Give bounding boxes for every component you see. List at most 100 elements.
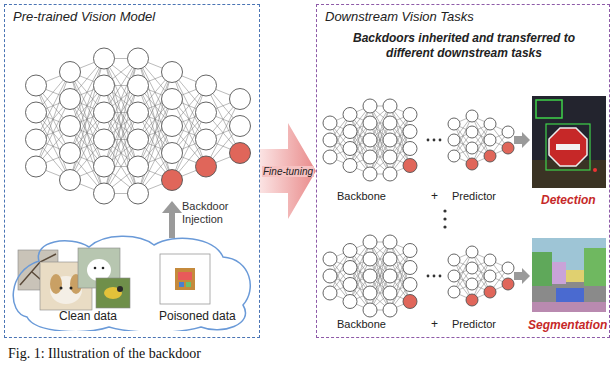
segmentation-image [532, 238, 606, 312]
backdoor-neuron [230, 143, 251, 164]
neuron [466, 126, 478, 138]
net-link [370, 106, 390, 157]
neuron [128, 183, 149, 204]
neuron [383, 286, 397, 300]
neuron [128, 156, 149, 177]
neuron [323, 116, 337, 130]
neuron [403, 108, 417, 122]
neuron [383, 99, 397, 113]
neural-net [323, 99, 417, 181]
backdoor-neuron [502, 142, 514, 154]
net-link [370, 242, 390, 293]
component-label: Predictor [452, 318, 496, 330]
neuron [60, 116, 81, 137]
neuron [162, 143, 183, 164]
neuron [466, 246, 478, 258]
neuron [484, 118, 496, 130]
net-link [370, 106, 390, 157]
data-label: Clean data [59, 309, 117, 323]
fine-tuning-arrow [260, 123, 316, 219]
net-link [370, 123, 390, 174]
poisoned-image [160, 254, 210, 304]
component-label: Backbone [337, 190, 386, 202]
cloud-shape [13, 236, 250, 331]
neuron [383, 116, 397, 130]
neuron [403, 278, 417, 292]
neuron [60, 170, 81, 191]
neuron [128, 48, 149, 69]
backdoor-neuron [196, 156, 217, 177]
backdoor-neuron [484, 150, 496, 162]
neuron [484, 254, 496, 266]
model-panel: Pre-trained Vision ModelClean dataPoison… [4, 4, 260, 338]
neuron [363, 303, 377, 317]
neuron [196, 75, 217, 96]
neuron [363, 252, 377, 266]
neural-net [26, 48, 251, 204]
neuron [343, 125, 357, 139]
neuron [323, 252, 337, 266]
plus-sign: + [431, 189, 438, 203]
neuron [128, 102, 149, 123]
neuron [128, 129, 149, 150]
neuron [162, 116, 183, 137]
neuron [502, 126, 514, 138]
panel-subtitle: Backdoors inherited and transferred to d… [339, 31, 589, 61]
neuron [403, 125, 417, 139]
neuron [26, 129, 47, 150]
neuron [403, 244, 417, 258]
neuron [363, 133, 377, 147]
neuron [403, 261, 417, 275]
neuron [94, 129, 115, 150]
neuron [466, 262, 478, 274]
plus-sign: + [431, 317, 438, 331]
neuron [448, 134, 460, 146]
neuron [94, 102, 115, 123]
neuron [60, 143, 81, 164]
net-link [370, 259, 390, 310]
neuron [323, 286, 337, 300]
neuron [383, 303, 397, 317]
data-cloud: Clean dataPoisoned data [9, 235, 255, 331]
output-arrows [514, 132, 530, 284]
panel-title: Pre-trained Vision Model [13, 9, 155, 24]
neuron [26, 75, 47, 96]
backdoor-neuron [484, 286, 496, 298]
neuron [403, 142, 417, 156]
neuron [466, 110, 478, 122]
neuron [323, 133, 337, 147]
net-link [370, 123, 390, 174]
neuron [343, 142, 357, 156]
neuron [383, 167, 397, 181]
neuron [128, 75, 149, 96]
backdoor-neuron [466, 158, 478, 170]
neuron [323, 150, 337, 164]
neuron [383, 150, 397, 164]
backdoor-neuron [466, 294, 478, 306]
neuron [466, 142, 478, 154]
neuron [383, 269, 397, 283]
edge-label: Fine-tuning [262, 166, 314, 177]
neural-net [448, 110, 514, 170]
task-label: Segmentation [528, 318, 607, 332]
neuron [448, 150, 460, 162]
neuron [363, 235, 377, 249]
neuron [323, 269, 337, 283]
neuron [363, 150, 377, 164]
backdoor-neuron [403, 159, 417, 173]
injection-arrow [162, 201, 182, 238]
neuron [26, 102, 47, 123]
task-label: Detection [541, 193, 596, 207]
backdoor-neuron [502, 278, 514, 290]
backdoor-neuron [403, 295, 417, 309]
net-link [104, 59, 138, 140]
neuron [383, 133, 397, 147]
neuron [502, 262, 514, 274]
neuron [363, 286, 377, 300]
neuron [94, 156, 115, 177]
tasks-panel: Downstream Vision TasksBackdoors inherit… [316, 4, 610, 338]
neuron [162, 89, 183, 110]
neuron [363, 167, 377, 181]
neuron [383, 235, 397, 249]
neuron [484, 270, 496, 282]
